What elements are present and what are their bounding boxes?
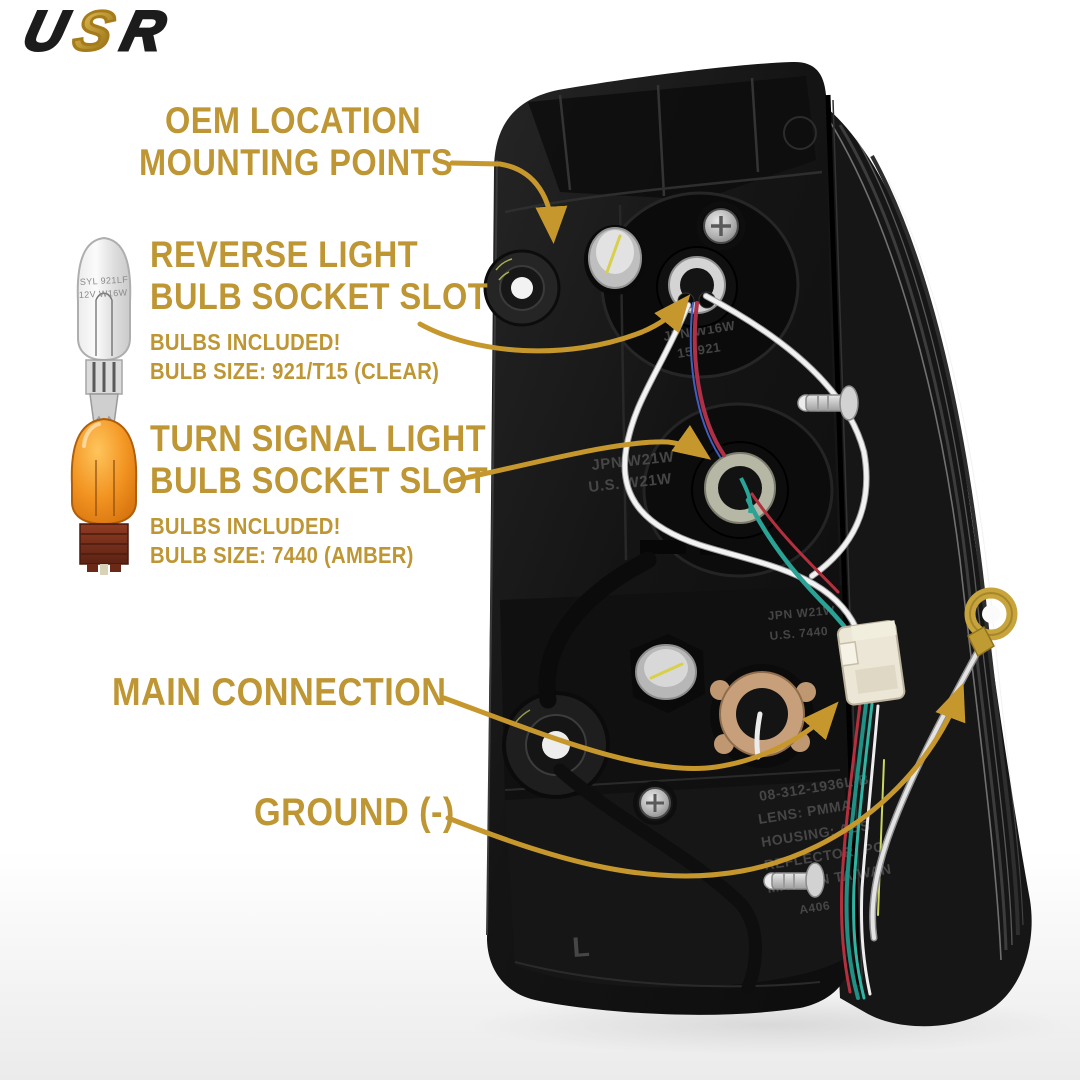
logo-letter-r: R [115, 4, 171, 62]
main-connector [836, 620, 906, 706]
callout-line: OEM LOCATION [164, 100, 422, 141]
embossed-marking: U.S. 7440 [769, 624, 829, 643]
callout-main-connection: MAIN CONNECTION [112, 672, 492, 714]
embossed-marking: JPN W21W [767, 603, 836, 623]
callout-turn-signal: TURN SIGNAL LIGHT BULB SOCKET SLOT BULBS… [150, 418, 534, 570]
amber-bulb-image [70, 417, 138, 575]
arrow-reverse-socket [417, 294, 691, 354]
callout-subline: BULB SIZE: 921/T15 (CLEAR) [150, 358, 440, 384]
turn-signal-socket [691, 441, 789, 539]
callout-oem-mounting: OEM LOCATION MOUNTING POINTS [118, 100, 468, 184]
callout-line: MAIN CONNECTION [112, 671, 447, 714]
callout-subline: BULB SIZE: 7440 (AMBER) [150, 542, 414, 568]
callout-arrows [417, 160, 966, 879]
arrow-oem-mounting [449, 160, 568, 244]
embossed-marking: L [571, 931, 591, 963]
brake-bulb-socket [710, 664, 816, 768]
arrow-turn-socket [449, 425, 712, 484]
usr-logo: U S R [16, 4, 173, 62]
clear-bulb-image: SYL 921LF 12V W16W [76, 236, 132, 430]
arrow-main-connection [441, 695, 839, 771]
callout-ground: GROUND (-) [254, 792, 482, 834]
bulb-print-line1: SYL 921LF [80, 274, 129, 287]
mounting-grommet-top [483, 249, 561, 327]
callout-reverse-light: REVERSE LIGHT BULB SOCKET SLOT BULBS INC… [150, 234, 534, 386]
ground-ring-terminal [964, 587, 1018, 658]
callout-line: MOUNTING POINTS [139, 142, 454, 183]
callout-line: BULB SOCKET SLOT [150, 460, 489, 501]
screw-lower [633, 781, 677, 825]
embossed-marking: 15-921 [676, 339, 722, 361]
callout-subline: BULBS INCLUDED! [150, 329, 341, 355]
screw-top [696, 201, 746, 251]
silicone-cap-top [584, 225, 646, 295]
embossed-marking: A406 [798, 898, 831, 917]
bulb-print-line2: 12V W16W [79, 287, 128, 300]
silicone-cap-lower [630, 634, 705, 713]
wiring-harness [538, 292, 988, 1000]
logo-letter-s: S [67, 4, 120, 62]
mounting-grommet-lower [502, 691, 610, 799]
logo-letter-u: U [17, 4, 75, 62]
callout-line: TURN SIGNAL LIGHT [150, 418, 487, 459]
push-pin-stud-lower [763, 862, 825, 898]
callout-line: BULB SOCKET SLOT [150, 276, 489, 317]
callout-subline: BULBS INCLUDED! [150, 513, 341, 539]
arrow-ground [445, 682, 966, 879]
callout-line: REVERSE LIGHT [150, 234, 419, 275]
callout-line: GROUND (-) [254, 791, 455, 834]
push-pin-stud-upper [797, 385, 859, 421]
